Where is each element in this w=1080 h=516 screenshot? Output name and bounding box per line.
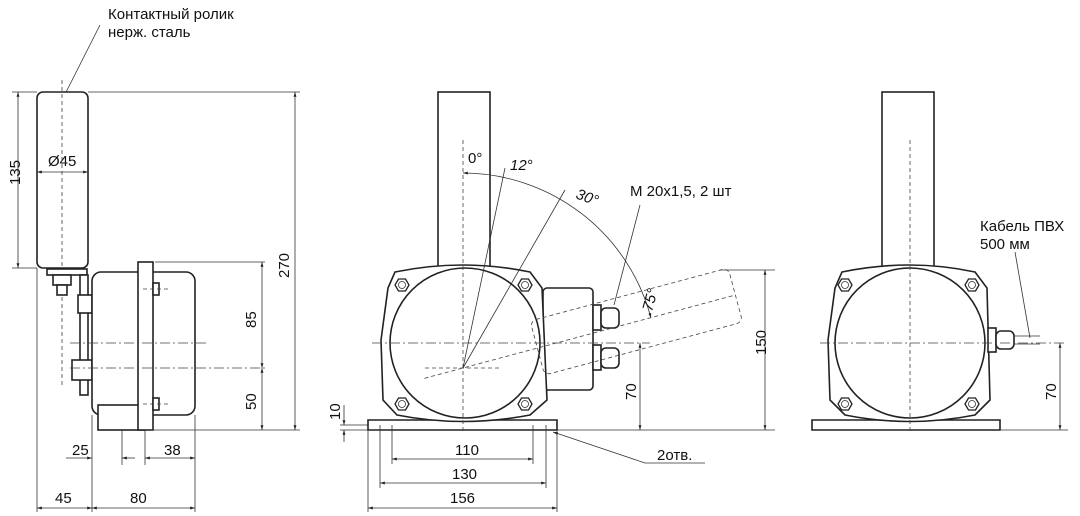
- base-thickness-label: 10: [327, 403, 344, 420]
- roller-note-line1: Контактный ролик: [108, 6, 234, 23]
- rear-view: Кабель ПВХ 500 мм 70: [811, 91, 1068, 432]
- cable-gland: [600, 307, 620, 329]
- width-45-label: 45: [55, 490, 72, 507]
- axis-height-70-right-label: 70: [1043, 383, 1060, 400]
- cable-note-line2: 500 мм: [980, 236, 1030, 253]
- hole-spacing-110-label: 110: [455, 442, 479, 459]
- holes-note: 2отв.: [657, 447, 692, 464]
- angle-0-label: 0°: [468, 150, 482, 167]
- total-height-label: 270: [276, 253, 293, 278]
- roller-75deg-position: [531, 268, 742, 375]
- angle-12-label: 12°: [510, 157, 533, 174]
- side-view: Контактный ролик нерж. сталь Ø45 135 270…: [7, 6, 368, 512]
- cable-note-line1: Кабель ПВХ: [980, 218, 1064, 235]
- mounting-plate: [137, 261, 154, 431]
- roller-diameter-label: Ø45: [48, 153, 76, 170]
- base-156-label: 156: [450, 490, 475, 507]
- angle-arc: [462, 171, 652, 319]
- gland-box: [542, 287, 594, 391]
- offset-25-label: 25: [72, 442, 89, 459]
- width-80-label: 80: [130, 490, 147, 507]
- contact-roller-rear: [881, 91, 935, 271]
- height-150-label: 150: [753, 330, 770, 355]
- lower-axis-label: 50: [243, 393, 260, 410]
- gland-note: M 20x1,5, 2 шт: [630, 183, 732, 200]
- angle-30-label: 30°: [574, 186, 601, 210]
- roller-note-line2: нерж. сталь: [108, 24, 191, 41]
- angle-75-label: 75°: [639, 287, 661, 313]
- contact-roller: [36, 91, 89, 269]
- cable: [1014, 335, 1040, 345]
- offset-38-label: 38: [164, 442, 181, 459]
- axis-height-70-label: 70: [623, 383, 640, 400]
- roller-height-label: 135: [7, 160, 24, 185]
- front-view: 0° 12° 30° 75° M 20x1,5, 2 шт 150 70 110…: [367, 91, 775, 512]
- base-130-label: 130: [452, 466, 477, 483]
- contact-roller-front: [437, 91, 491, 273]
- cable-gland-rear: [995, 330, 1015, 350]
- upper-axis-label: 85: [243, 311, 260, 328]
